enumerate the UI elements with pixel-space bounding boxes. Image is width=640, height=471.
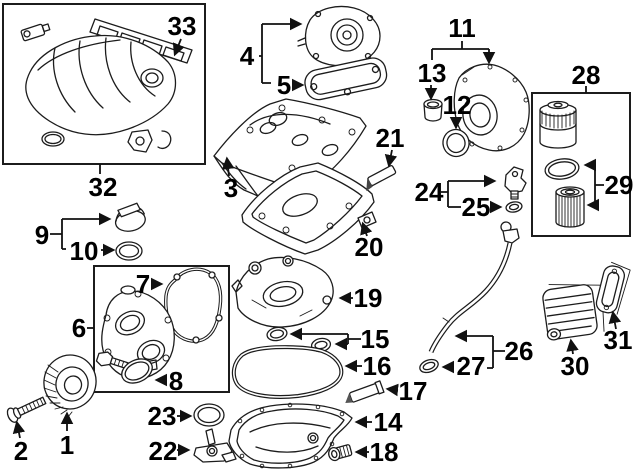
pulley-bolt-drawing [6,396,47,423]
breather-valve-drawing [504,166,527,200]
callout-31: 31 [603,325,633,355]
breather-oring-drawing [505,201,523,213]
intake-manifold-drawing [20,23,177,153]
callout-14: 14 [373,407,403,437]
dipstick-seal-drawing [419,358,439,374]
callout-9: 9 [34,220,50,250]
cap-oring-drawing [115,241,143,261]
callout-20: 20 [354,232,384,262]
callout-28: 28 [571,60,601,90]
callout-33: 33 [167,11,197,41]
callout-10: 10 [69,236,99,266]
cover-seal-drawing [121,358,153,384]
callout-19: 19 [353,283,383,313]
callout-11: 11 [448,13,476,43]
crank-pulley-drawing [43,354,97,418]
callout-6: 6 [71,313,87,343]
oil-level-sensor-drawing [193,428,237,463]
callout-30: 30 [560,351,590,381]
callout-25: 25 [461,192,491,222]
callout-7: 7 [135,269,151,299]
filter-oring-drawing [544,158,580,180]
callout-2: 2 [13,436,29,466]
callout-18: 18 [369,437,399,467]
sealing-plug-drawing [423,98,443,122]
cooler-gasket-drawing [595,261,631,315]
dipstick-tube-drawing [428,221,520,354]
oil-cooler-drawing [542,284,605,341]
callout-leader-lines [12,17,622,459]
callout-4: 4 [239,41,255,71]
oil-separator-drawing [297,5,381,67]
separator-gasket-drawing [304,57,388,101]
callout-1: 1 [59,430,75,460]
sealant-tube-drawing [345,380,385,404]
callout-27: 27 [456,351,486,381]
callout-22: 22 [148,436,178,466]
callout-12: 12 [442,90,472,120]
callout-17: 17 [398,376,428,406]
oil-pan-drawing [228,402,353,469]
callout-23: 23 [147,401,177,431]
callout-5: 5 [276,70,292,100]
sensor-oring-drawing [193,403,225,427]
callout-3: 3 [223,173,239,203]
oil-pan-gasket-drawing [231,345,344,399]
callout-13: 13 [417,58,447,88]
filter-cartridge-drawing [555,186,585,228]
oil-cap-drawing [114,202,146,232]
callout-16: 16 [362,351,392,381]
sealant-stick-drawing [366,165,397,192]
callout-21: 21 [375,123,405,153]
callout-26: 26 [504,336,534,366]
callout-32: 32 [88,172,118,202]
oil-filter-drawing [539,100,577,149]
oil-baffle-drawing [231,255,334,328]
shaft-seal-drawing [442,128,470,158]
callout-29: 29 [604,170,634,200]
callout-15: 15 [360,324,390,354]
callout-24: 24 [414,177,444,207]
drain-plug-drawing [328,444,353,462]
callout-8: 8 [168,366,184,396]
